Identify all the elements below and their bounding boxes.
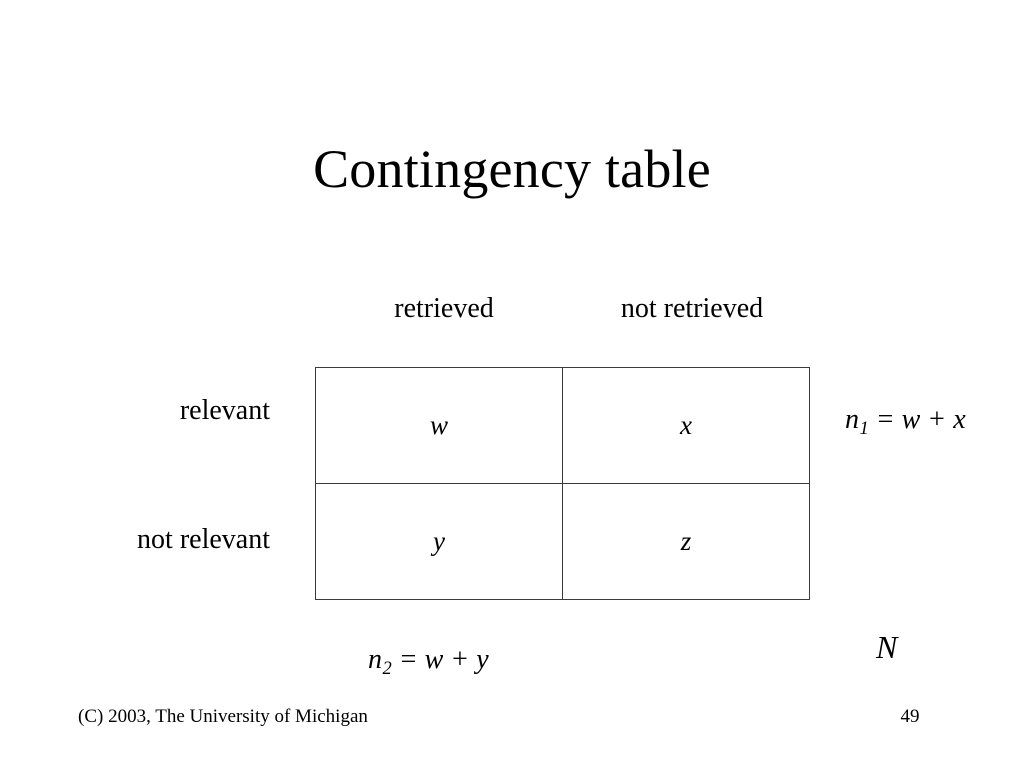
formula-column-total-expression: = w + y [391,644,489,675]
table-row: y z [315,483,810,600]
formula-row-total-subscript: 1 [859,418,869,439]
formula-row-total: n1 = w + x [845,403,966,439]
column-header-not-retrieved: not retrieved [620,293,764,324]
row-label-relevant: relevant [179,395,270,426]
table-cell-relevant-retrieved: w [315,367,563,484]
footer-page-number: 49 [900,706,920,727]
formula-column-total: n2 = w + y [368,643,489,679]
formula-row-total-symbol: n [845,404,859,435]
table-row: w x [315,367,810,484]
table-cell-relevant-not-retrieved: x [562,367,810,484]
formula-grand-total: N [876,629,898,665]
formula-column-total-subscript: 2 [382,658,392,679]
page-title: Contingency table [313,139,711,200]
footer-copyright: (C) 2003, The University of Michigan [78,706,368,727]
formula-column-total-symbol: n [368,644,382,675]
column-header-retrieved: retrieved [394,293,494,324]
table-cell-not-relevant-not-retrieved: z [562,483,810,600]
contingency-table: w x y z [315,367,810,600]
formula-row-total-expression: = w + x [868,404,966,435]
row-label-not-relevant: not relevant [137,524,270,555]
table-cell-not-relevant-retrieved: y [315,483,563,600]
